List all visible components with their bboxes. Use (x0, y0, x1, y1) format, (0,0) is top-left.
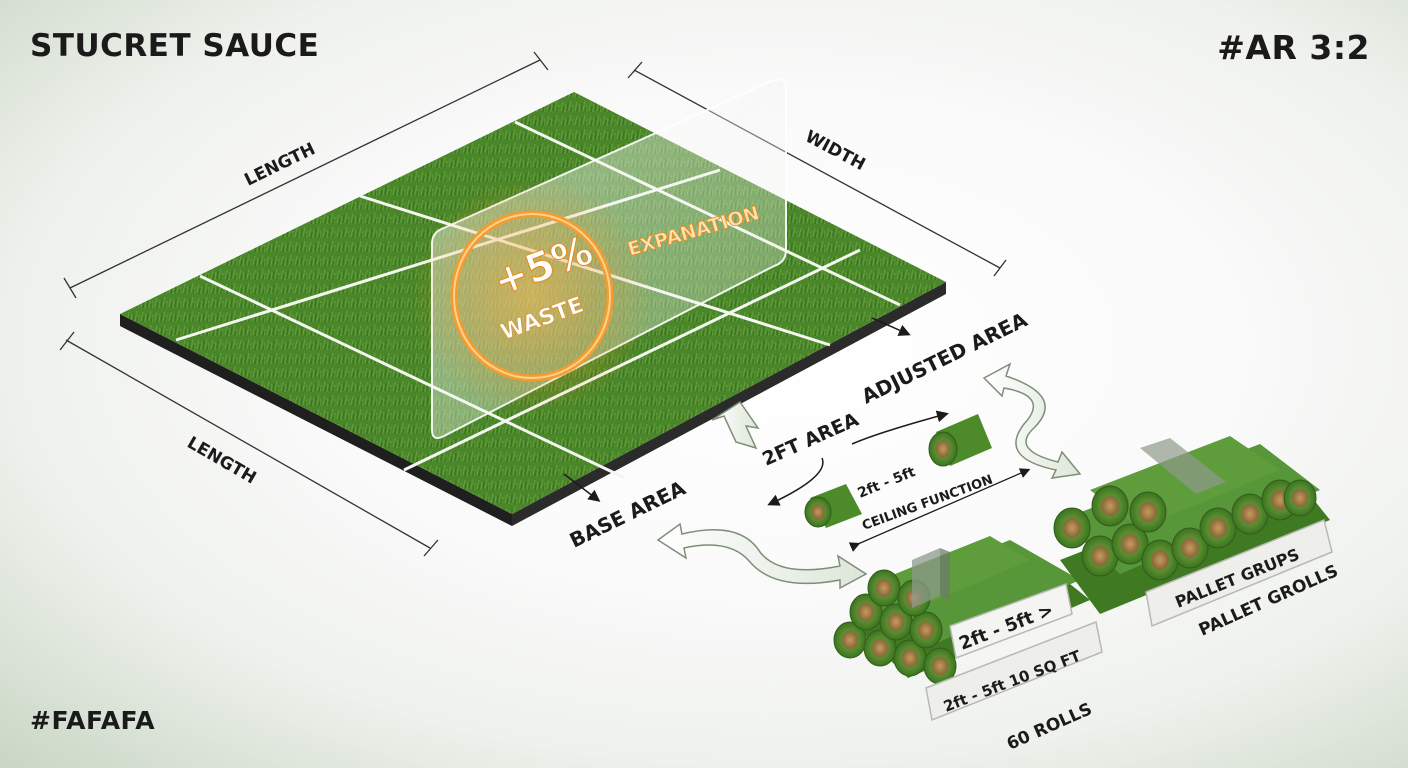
length-left-label: LENGTH (184, 433, 260, 488)
front-base-tag (925, 620, 1103, 722)
front-roll-stack: 2ft - 5ft > 2ft - 5ft 10 SQ FT 60 ROLLS (833, 536, 1103, 755)
single-roll-upper (928, 414, 992, 467)
color-tag: #FAFAFA (30, 706, 156, 735)
single-roll-lower (804, 484, 862, 528)
area-down-arrow (767, 457, 824, 506)
adjusted-area-pointer (871, 317, 911, 336)
area-to-roll-arrow (851, 410, 949, 445)
width-label: WIDTH (802, 127, 869, 175)
length-top-label: LENGTH (241, 139, 318, 190)
front-tag (949, 582, 1073, 660)
page-title: STUCRET SAUCE (30, 28, 320, 64)
waste-panel: +5% WASTE EXPANATION (412, 78, 787, 439)
back-roll-ends (1053, 479, 1317, 581)
field-edge-left (120, 314, 512, 526)
roll-range-label: 2ft - 5ft (856, 464, 918, 502)
wavy-arrow-left (656, 522, 868, 590)
back-roll-stack: PALLET GRUPS PALLET GROLLS (1053, 436, 1341, 641)
wavy-arrow-right (982, 362, 1082, 479)
dimension-lines (59, 51, 1007, 557)
aspect-ratio-tag: #AR 3:2 (1217, 28, 1370, 67)
field-edge-right (512, 282, 946, 526)
area-label: 2FT AREA (759, 409, 862, 471)
ceiling-arrow (848, 468, 1031, 552)
front-count-label: 60 ROLLS (1004, 699, 1095, 754)
back-base-tag (1145, 518, 1333, 628)
up-arrow (711, 400, 760, 450)
base-area-pointer (563, 473, 601, 502)
